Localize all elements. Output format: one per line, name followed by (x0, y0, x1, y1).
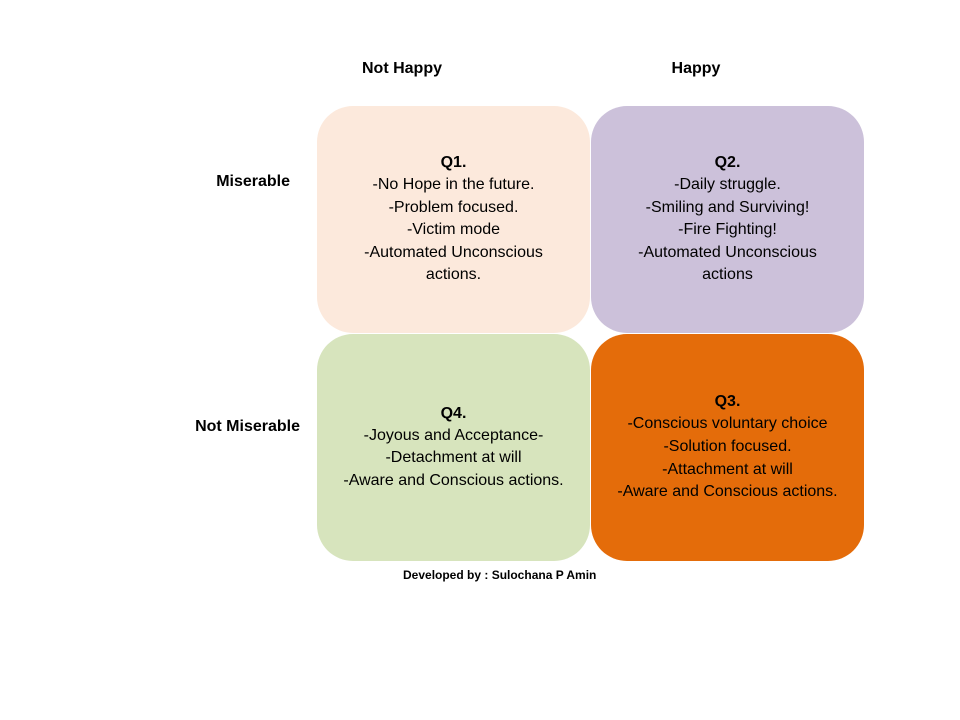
developer-credit: Developed by : Sulochana P Amin (403, 568, 597, 582)
quadrant-q1-lines: -No Hope in the future. -Problem focused… (364, 174, 543, 287)
row-header-not-miserable: Not Miserable (195, 418, 300, 435)
quadrant-q1: Q1. -No Hope in the future. -Problem foc… (317, 106, 590, 333)
quadrant-q2-line: -Smiling and Surviving! (645, 198, 810, 216)
quadrant-q1-line: -Victim mode (406, 221, 501, 239)
quadrant-q1-line: -Automated Unconscious (364, 243, 543, 261)
quadrant-q4: Q4. -Joyous and Acceptance- -Detachment … (317, 334, 590, 561)
quadrant-q1-title: Q1. (440, 154, 467, 172)
quadrant-q1-line: actions. (425, 266, 482, 284)
quadrant-q3-lines: -Conscious voluntary choice -Solution fo… (617, 413, 837, 503)
quadrant-q2-line: actions (702, 266, 753, 284)
column-header-happy: Happy (671, 60, 721, 77)
quadrant-q3-line: -Attachment at will (662, 460, 793, 478)
quadrant-q3-title: Q3. (714, 393, 741, 411)
quadrant-q4-line: -Aware and Conscious actions. (343, 471, 564, 489)
quadrant-q2-line: -Automated Unconscious (638, 243, 817, 261)
quadrant-q4-line: -Joyous and Acceptance- (363, 426, 544, 444)
quadrant-q2-line: -Fire Fighting! (678, 221, 777, 239)
quadrant-q4-title: Q4. (440, 404, 467, 422)
quadrant-q1-line: -Problem focused. (388, 198, 519, 216)
quadrant-q3: Q3. -Conscious voluntary choice -Solutio… (591, 334, 864, 561)
quadrant-q3-line: -Solution focused. (663, 437, 792, 455)
quadrant-q2: Q2. -Daily struggle. -Smiling and Surviv… (591, 106, 864, 333)
quadrant-q4-lines: -Joyous and Acceptance- -Detachment at w… (343, 425, 563, 493)
quadrant-q2-title: Q2. (714, 154, 741, 172)
row-header-miserable: Miserable (216, 173, 290, 190)
column-header-not-happy: Not Happy (362, 60, 442, 77)
quadrant-q1-line: -No Hope in the future. (372, 176, 535, 194)
quadrant-q4-line: -Detachment at will (385, 449, 522, 467)
quadrant-q3-line: -Conscious voluntary choice (627, 415, 828, 433)
quadrant-q2-lines: -Daily struggle. -Smiling and Surviving!… (638, 174, 817, 287)
quadrant-q2-line: -Daily struggle. (674, 176, 781, 194)
quadrant-q3-line: -Aware and Conscious actions. (617, 483, 838, 501)
